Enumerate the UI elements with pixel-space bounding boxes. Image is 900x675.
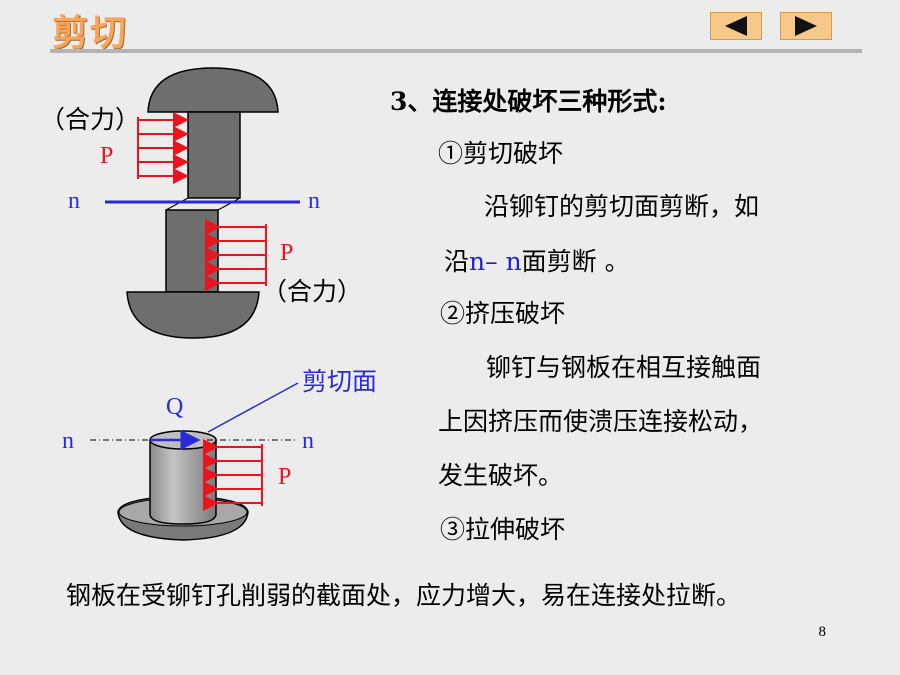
triangle-left-icon [725, 16, 747, 36]
force-label-p-bottom: P [278, 464, 291, 490]
item-shear-failure: ①剪切破坏 [438, 139, 564, 168]
item2-text-line2: 上因挤压而使溃压连接松动， [438, 407, 764, 436]
section-label-n-left-bottom: n [62, 428, 74, 454]
footer-note: 钢板在受铆钉孔削弱的截面处，应力增大，易在连接处拉断。 [66, 581, 742, 610]
slide-title: 剪切 [52, 13, 129, 54]
force-label-p-right: P [280, 240, 293, 266]
shear-offset-line [217, 197, 241, 211]
item1-text-post: 面剪断 。 [521, 247, 630, 276]
item-bearing-failure: ②挤压破坏 [440, 299, 566, 328]
rivet-top-head [147, 67, 279, 113]
item1-text-line2: 沿n– n面剪断 。 [444, 242, 630, 278]
item2-text-line3: 发生破坏。 [438, 461, 564, 490]
item2-text-line1: 铆钉与钢板在相互接触面 [486, 353, 762, 382]
section-label-n-right-bottom: n [302, 428, 314, 454]
title-rule [50, 49, 862, 53]
force-arrows-bottom [203, 439, 263, 511]
shear-offset-line [165, 197, 189, 211]
resultant-label-right: （合力） [262, 277, 362, 306]
item1-text-pre: 沿 [444, 247, 470, 276]
item1-text-line1: 沿铆钉的剪切面剪断，如 [484, 192, 760, 221]
force-arrows-left [137, 112, 189, 184]
shear-plane-label: 剪切面 [302, 367, 377, 396]
rivet-bottom-head [126, 291, 260, 339]
shear-force-label-q: Q [166, 394, 183, 420]
next-button[interactable] [780, 12, 832, 40]
section-label-n-left: n [68, 188, 80, 214]
triangle-right-icon [795, 16, 817, 36]
rivet-upper-shank [187, 111, 241, 199]
force-label-p-left: P [100, 143, 113, 169]
section-label-n-right: n [308, 188, 320, 214]
rivet-lower-shank [165, 209, 219, 293]
rivet-3d [90, 382, 299, 541]
force-arrows-right [205, 219, 267, 291]
prev-button[interactable] [710, 12, 762, 40]
rivet-3d-shank [149, 440, 217, 525]
item1-text-nn: n– n [469, 247, 522, 276]
section-heading: 3、连接处破坏三种形式: [390, 87, 667, 116]
resultant-label-left: （合力） [40, 105, 140, 134]
shear-plane-leader [207, 382, 299, 433]
item-tensile-failure: ③拉伸破坏 [440, 515, 566, 544]
page-number: 8 [818, 624, 827, 640]
